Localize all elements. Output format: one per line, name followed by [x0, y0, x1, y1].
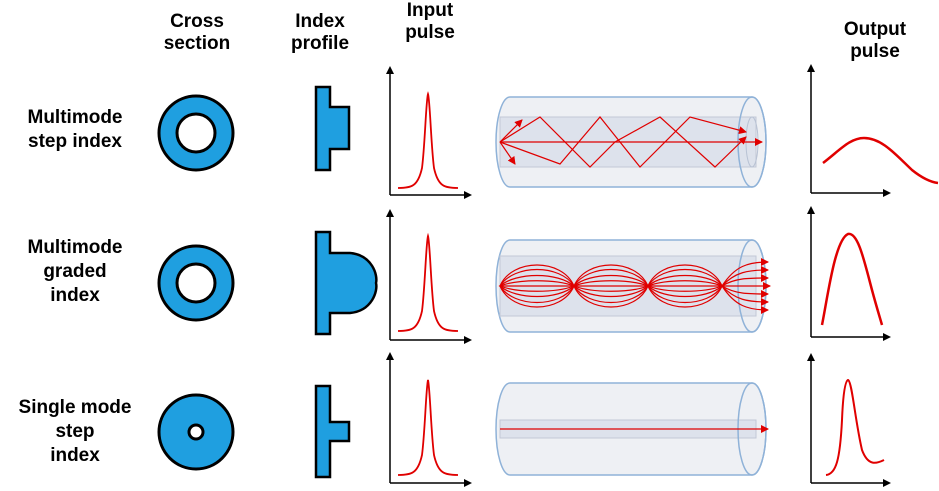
row-label-multimode-step: Multimode step index [27, 107, 123, 152]
index-profile-graded [314, 230, 378, 336]
output-pulse-chart-2 [807, 206, 891, 341]
fiber-multimode-graded [495, 239, 771, 333]
header-input-pulse: Input pulse [405, 0, 455, 43]
input-pulse-chart-1 [386, 66, 472, 199]
row-label-single-mode: Single mode step index [18, 397, 132, 466]
input-pulse-curve-3 [397, 379, 459, 476]
input-pulse-chart-2 [386, 209, 472, 344]
output-pulse-chart-3 [807, 353, 891, 487]
output-pulse-curve-3 [825, 378, 885, 476]
index-profile-step [314, 85, 351, 172]
input-pulse-curve-2 [397, 232, 459, 332]
header-output-pulse: Output pulse [843, 19, 907, 62]
index-profile-single [314, 384, 351, 479]
cross-section-multimode-graded [157, 244, 235, 322]
input-pulse-curve-1 [397, 91, 459, 189]
fiber-single-mode [495, 382, 769, 476]
output-pulse-curve-1 [822, 136, 939, 185]
rays-multimode-graded [498, 258, 771, 314]
input-pulse-chart-3 [386, 352, 472, 487]
rays-multimode-step [499, 116, 763, 168]
cross-section-single-mode [157, 393, 235, 471]
header-cross-section: Cross section [163, 11, 231, 54]
row-label-multimode-graded: Multimode graded index [27, 237, 123, 306]
fiber-multimode-step [495, 96, 767, 188]
cross-section-multimode-step [157, 94, 235, 172]
header-index-profile: Index profile [290, 11, 350, 54]
output-pulse-chart-1 [807, 64, 939, 197]
output-pulse-curve-2 [820, 232, 884, 326]
